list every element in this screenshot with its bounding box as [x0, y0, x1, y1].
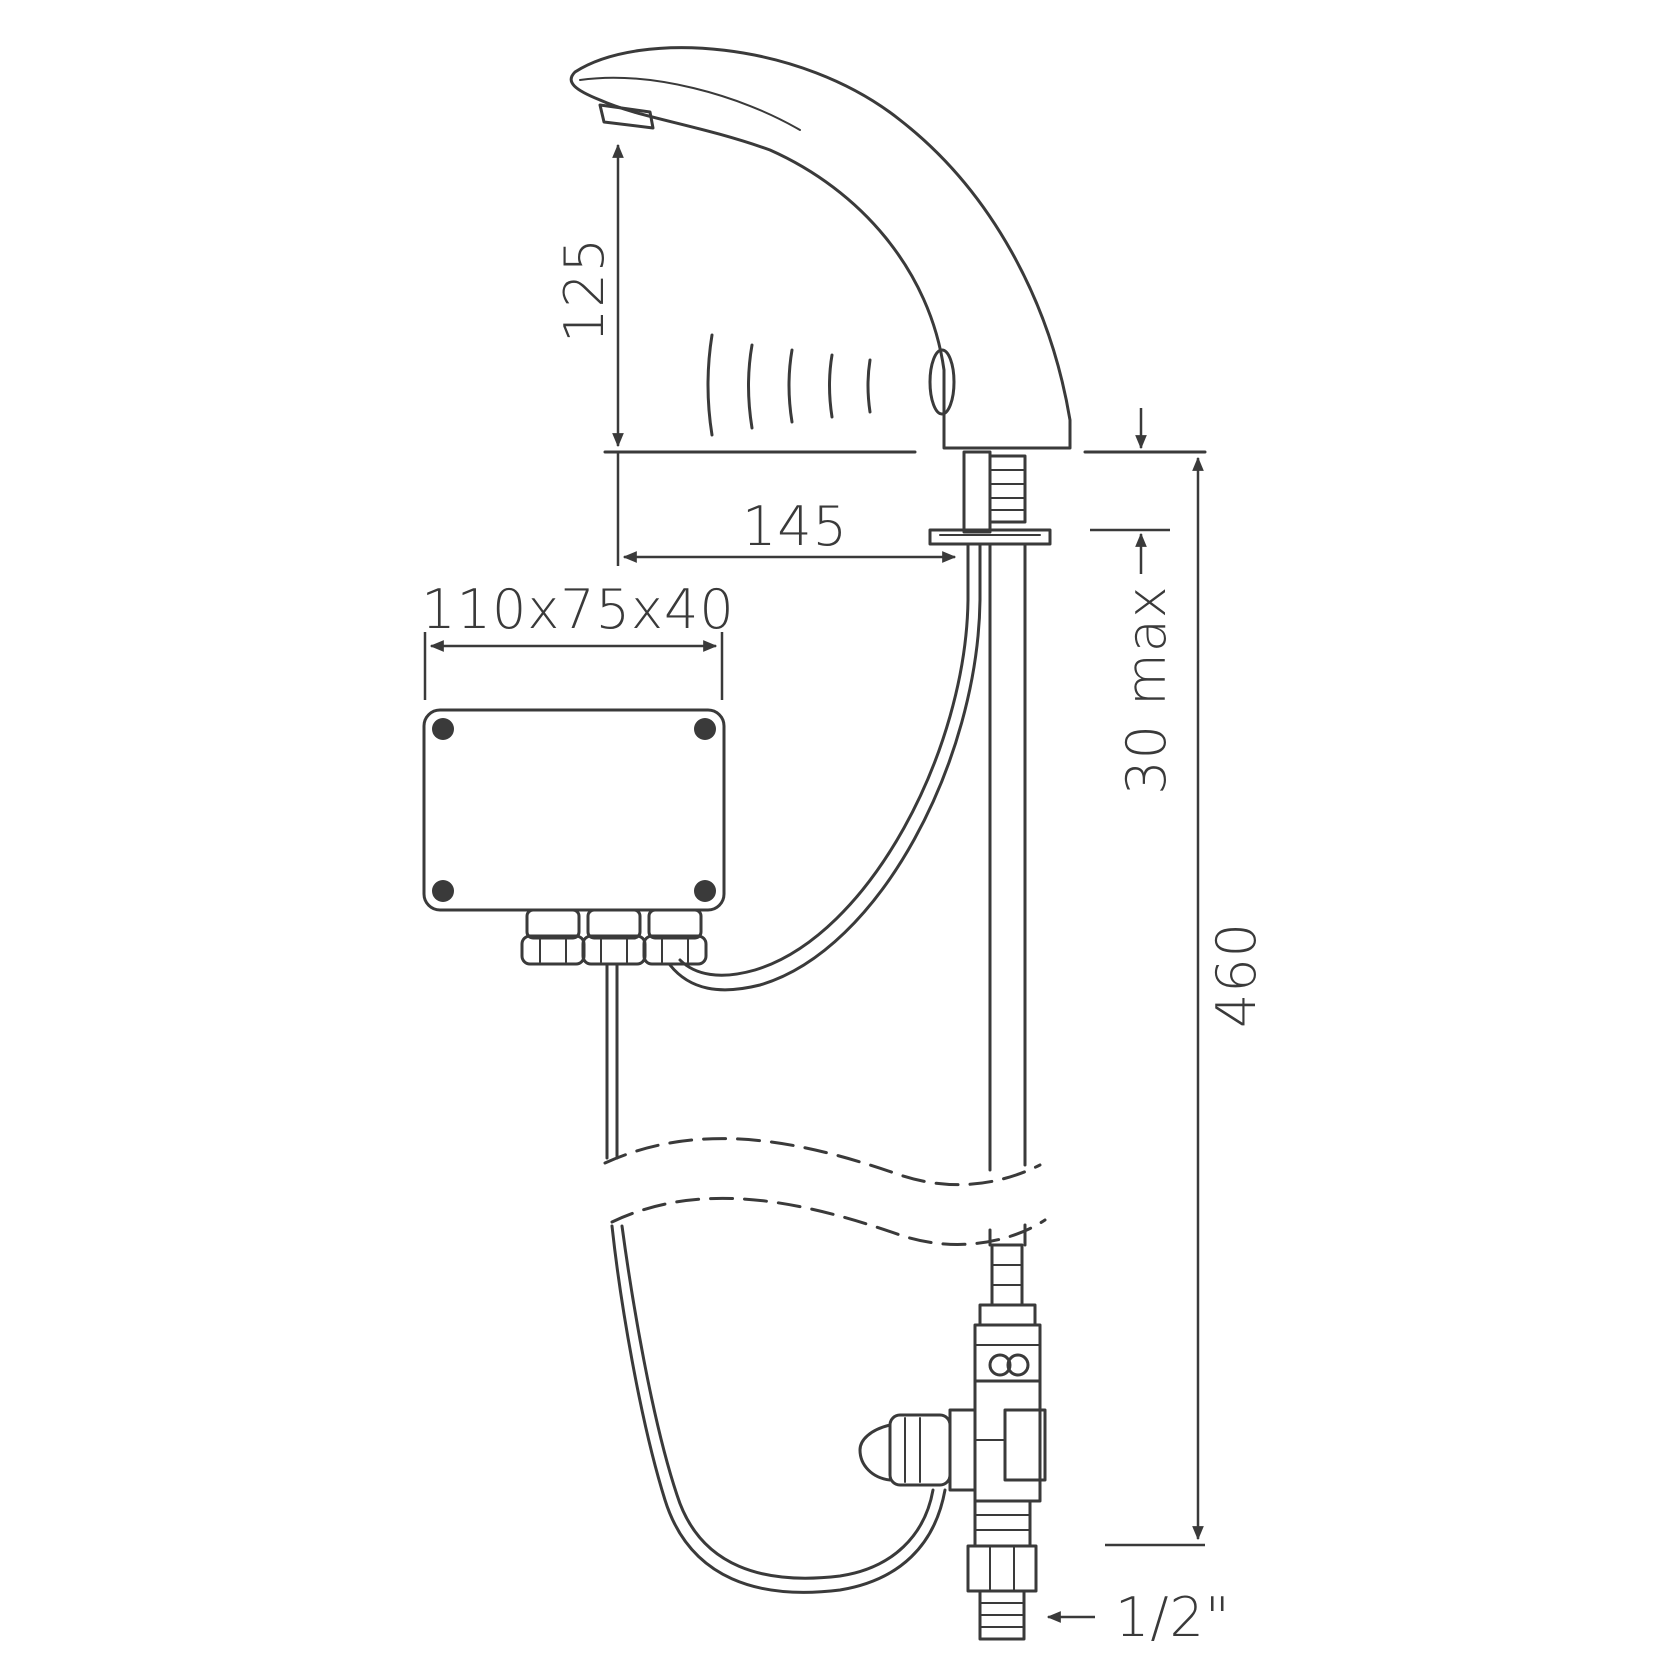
dim-deck-thickness-label: 30 max [1115, 585, 1178, 795]
dim-spout-reach: 145 [616, 452, 957, 566]
dim-control-box-label: 110x75x40 [421, 578, 734, 641]
valve-cable [610, 1224, 947, 1594]
dim-spout-height: 125 [553, 143, 624, 448]
power-cable [605, 962, 619, 1160]
dim-spout-reach-label: 145 [742, 495, 848, 558]
cable-gland [642, 908, 708, 966]
faucet-spout [569, 46, 1072, 450]
control-box [422, 708, 726, 966]
dim-total-height: 460 [1105, 456, 1268, 1547]
dim-deck-thickness: 30 max [1090, 408, 1178, 795]
dim-control-box: 110x75x40 [421, 578, 734, 700]
supply-tube [988, 542, 1027, 1247]
dim-connection-label: 1/2" [1115, 1586, 1231, 1649]
cable-gland [581, 908, 647, 966]
sensor-waves-icon [706, 333, 872, 437]
dim-spout-height-label: 125 [553, 237, 616, 343]
solenoid-valve [858, 1243, 1047, 1641]
dim-connection: 1/2" [1046, 1586, 1231, 1649]
break-lines [603, 1137, 1047, 1246]
cable-gland [520, 908, 586, 966]
sensor-cable [668, 542, 982, 992]
dim-total-height-label: 460 [1205, 922, 1268, 1028]
